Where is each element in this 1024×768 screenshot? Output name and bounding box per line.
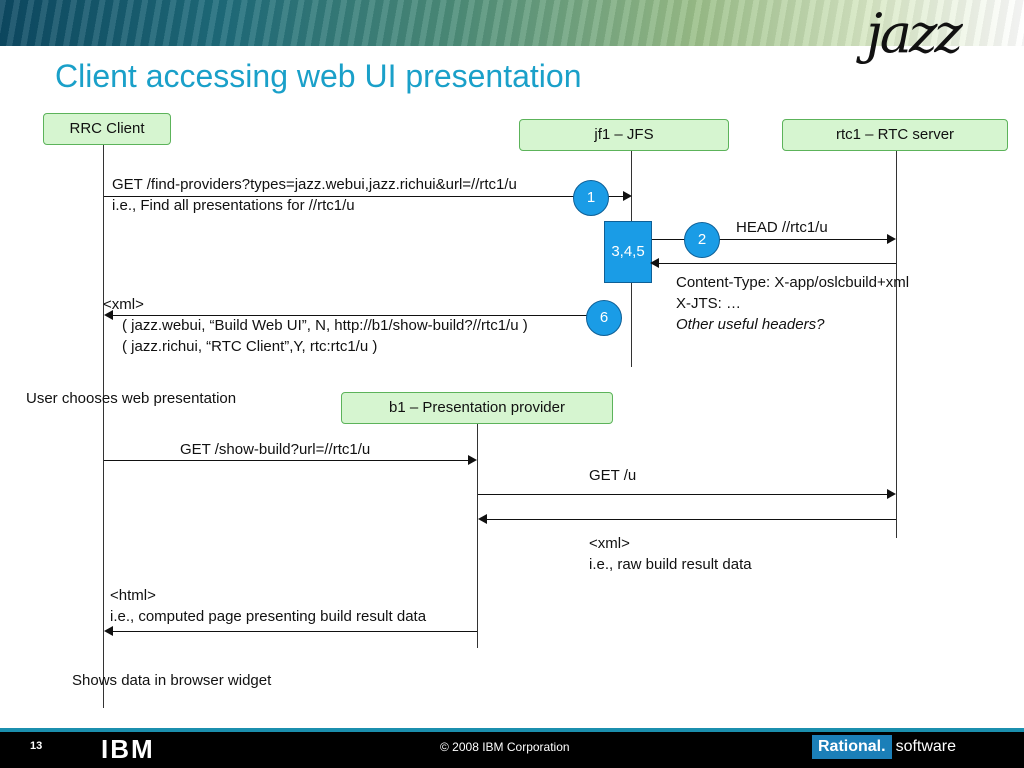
arrow-get-u-response xyxy=(486,519,896,520)
step-345-activation: 3,4,5 xyxy=(604,221,652,283)
message-richui-entry: ( jazz.richui, “RTC Client”,Y, rtc:rtc1/… xyxy=(122,338,378,355)
message-head-rtc1: HEAD //rtc1/u xyxy=(736,219,828,236)
message-x-jts: X-JTS: … xyxy=(676,295,742,312)
arrow-head-rtc1 xyxy=(652,239,888,240)
participant-rtc1-server: rtc1 – RTC server xyxy=(782,119,1008,151)
software-label: software xyxy=(895,738,957,755)
page-title: Client accessing web UI presentation xyxy=(55,58,582,94)
arrow-get-show-build xyxy=(104,460,469,461)
participant-label: RRC Client xyxy=(69,120,145,137)
rational-brand: Rational. xyxy=(812,735,892,759)
message-xml: <xml> xyxy=(103,296,144,313)
participant-jf1-jfs: jf1 – JFS xyxy=(519,119,729,151)
participant-b1-presentation-provider: b1 – Presentation provider xyxy=(341,392,613,424)
message-find-all-presentations: i.e., Find all presentations for //rtc1/… xyxy=(112,197,355,214)
arrowhead xyxy=(104,310,113,320)
copyright-text: © 2008 IBM Corporation xyxy=(440,740,570,754)
participant-rrc-client: RRC Client xyxy=(43,113,171,145)
participant-label: rtc1 – RTC server xyxy=(835,126,955,143)
participant-label: b1 – Presentation provider xyxy=(389,399,565,416)
arrow-xml-response xyxy=(113,315,604,316)
message-content-type: Content-Type: X-app/oslcbuild+xml xyxy=(676,274,910,291)
arrowhead xyxy=(468,455,477,465)
jazz-logo: jazz xyxy=(856,0,1024,80)
step-1-circle: 1 xyxy=(573,180,609,216)
ibm-logo: IBM xyxy=(101,734,161,764)
arrowhead xyxy=(104,626,113,636)
message-raw-build-data: i.e., raw build result data xyxy=(589,556,752,573)
message-get-find-providers: GET /find-providers?types=jazz.webui,jaz… xyxy=(112,176,517,193)
step-2-circle: 2 xyxy=(684,222,720,258)
jazz-logo-text: jazz xyxy=(866,2,963,65)
page-number: 13 xyxy=(30,740,43,752)
lifeline-b1 xyxy=(477,424,478,648)
message-get-u: GET /u xyxy=(589,467,637,484)
message-computed-page: i.e., computed page presenting build res… xyxy=(110,608,427,625)
footer-bar: 13 IBM © 2008 IBM Corporation Rational.s… xyxy=(0,732,1024,768)
lifeline-rtc1 xyxy=(896,151,897,538)
banner-texture xyxy=(0,0,1024,46)
arrow-get-u xyxy=(478,494,888,495)
arrowhead xyxy=(887,234,896,244)
note-shows-data: Shows data in browser widget xyxy=(72,672,272,689)
message-webui-entry: ( jazz.webui, “Build Web UI”, N, http://… xyxy=(122,317,528,334)
arrowhead xyxy=(887,489,896,499)
message-other-headers: Other useful headers? xyxy=(676,316,825,333)
arrowhead xyxy=(650,258,659,268)
note-user-chooses: User chooses web presentation xyxy=(26,390,237,407)
footer-divider xyxy=(0,728,1024,732)
ibm-logo-text: IBM xyxy=(101,734,155,764)
message-html: <html> xyxy=(110,587,156,604)
arrow-get-find-providers xyxy=(104,196,624,197)
step-6-circle: 6 xyxy=(586,300,622,336)
arrowhead xyxy=(623,191,632,201)
lifeline-rrc-client xyxy=(103,145,104,708)
rational-software-logo: Rational.software xyxy=(812,735,956,763)
arrow-head-response xyxy=(658,263,896,264)
arrowhead xyxy=(478,514,487,524)
arrow-html-response xyxy=(113,631,477,632)
message-get-show-build: GET /show-build?url=//rtc1/u xyxy=(180,441,371,458)
message-xml-raw: <xml> xyxy=(589,535,630,552)
participant-label: jf1 – JFS xyxy=(594,126,654,143)
header-banner xyxy=(0,0,1024,46)
